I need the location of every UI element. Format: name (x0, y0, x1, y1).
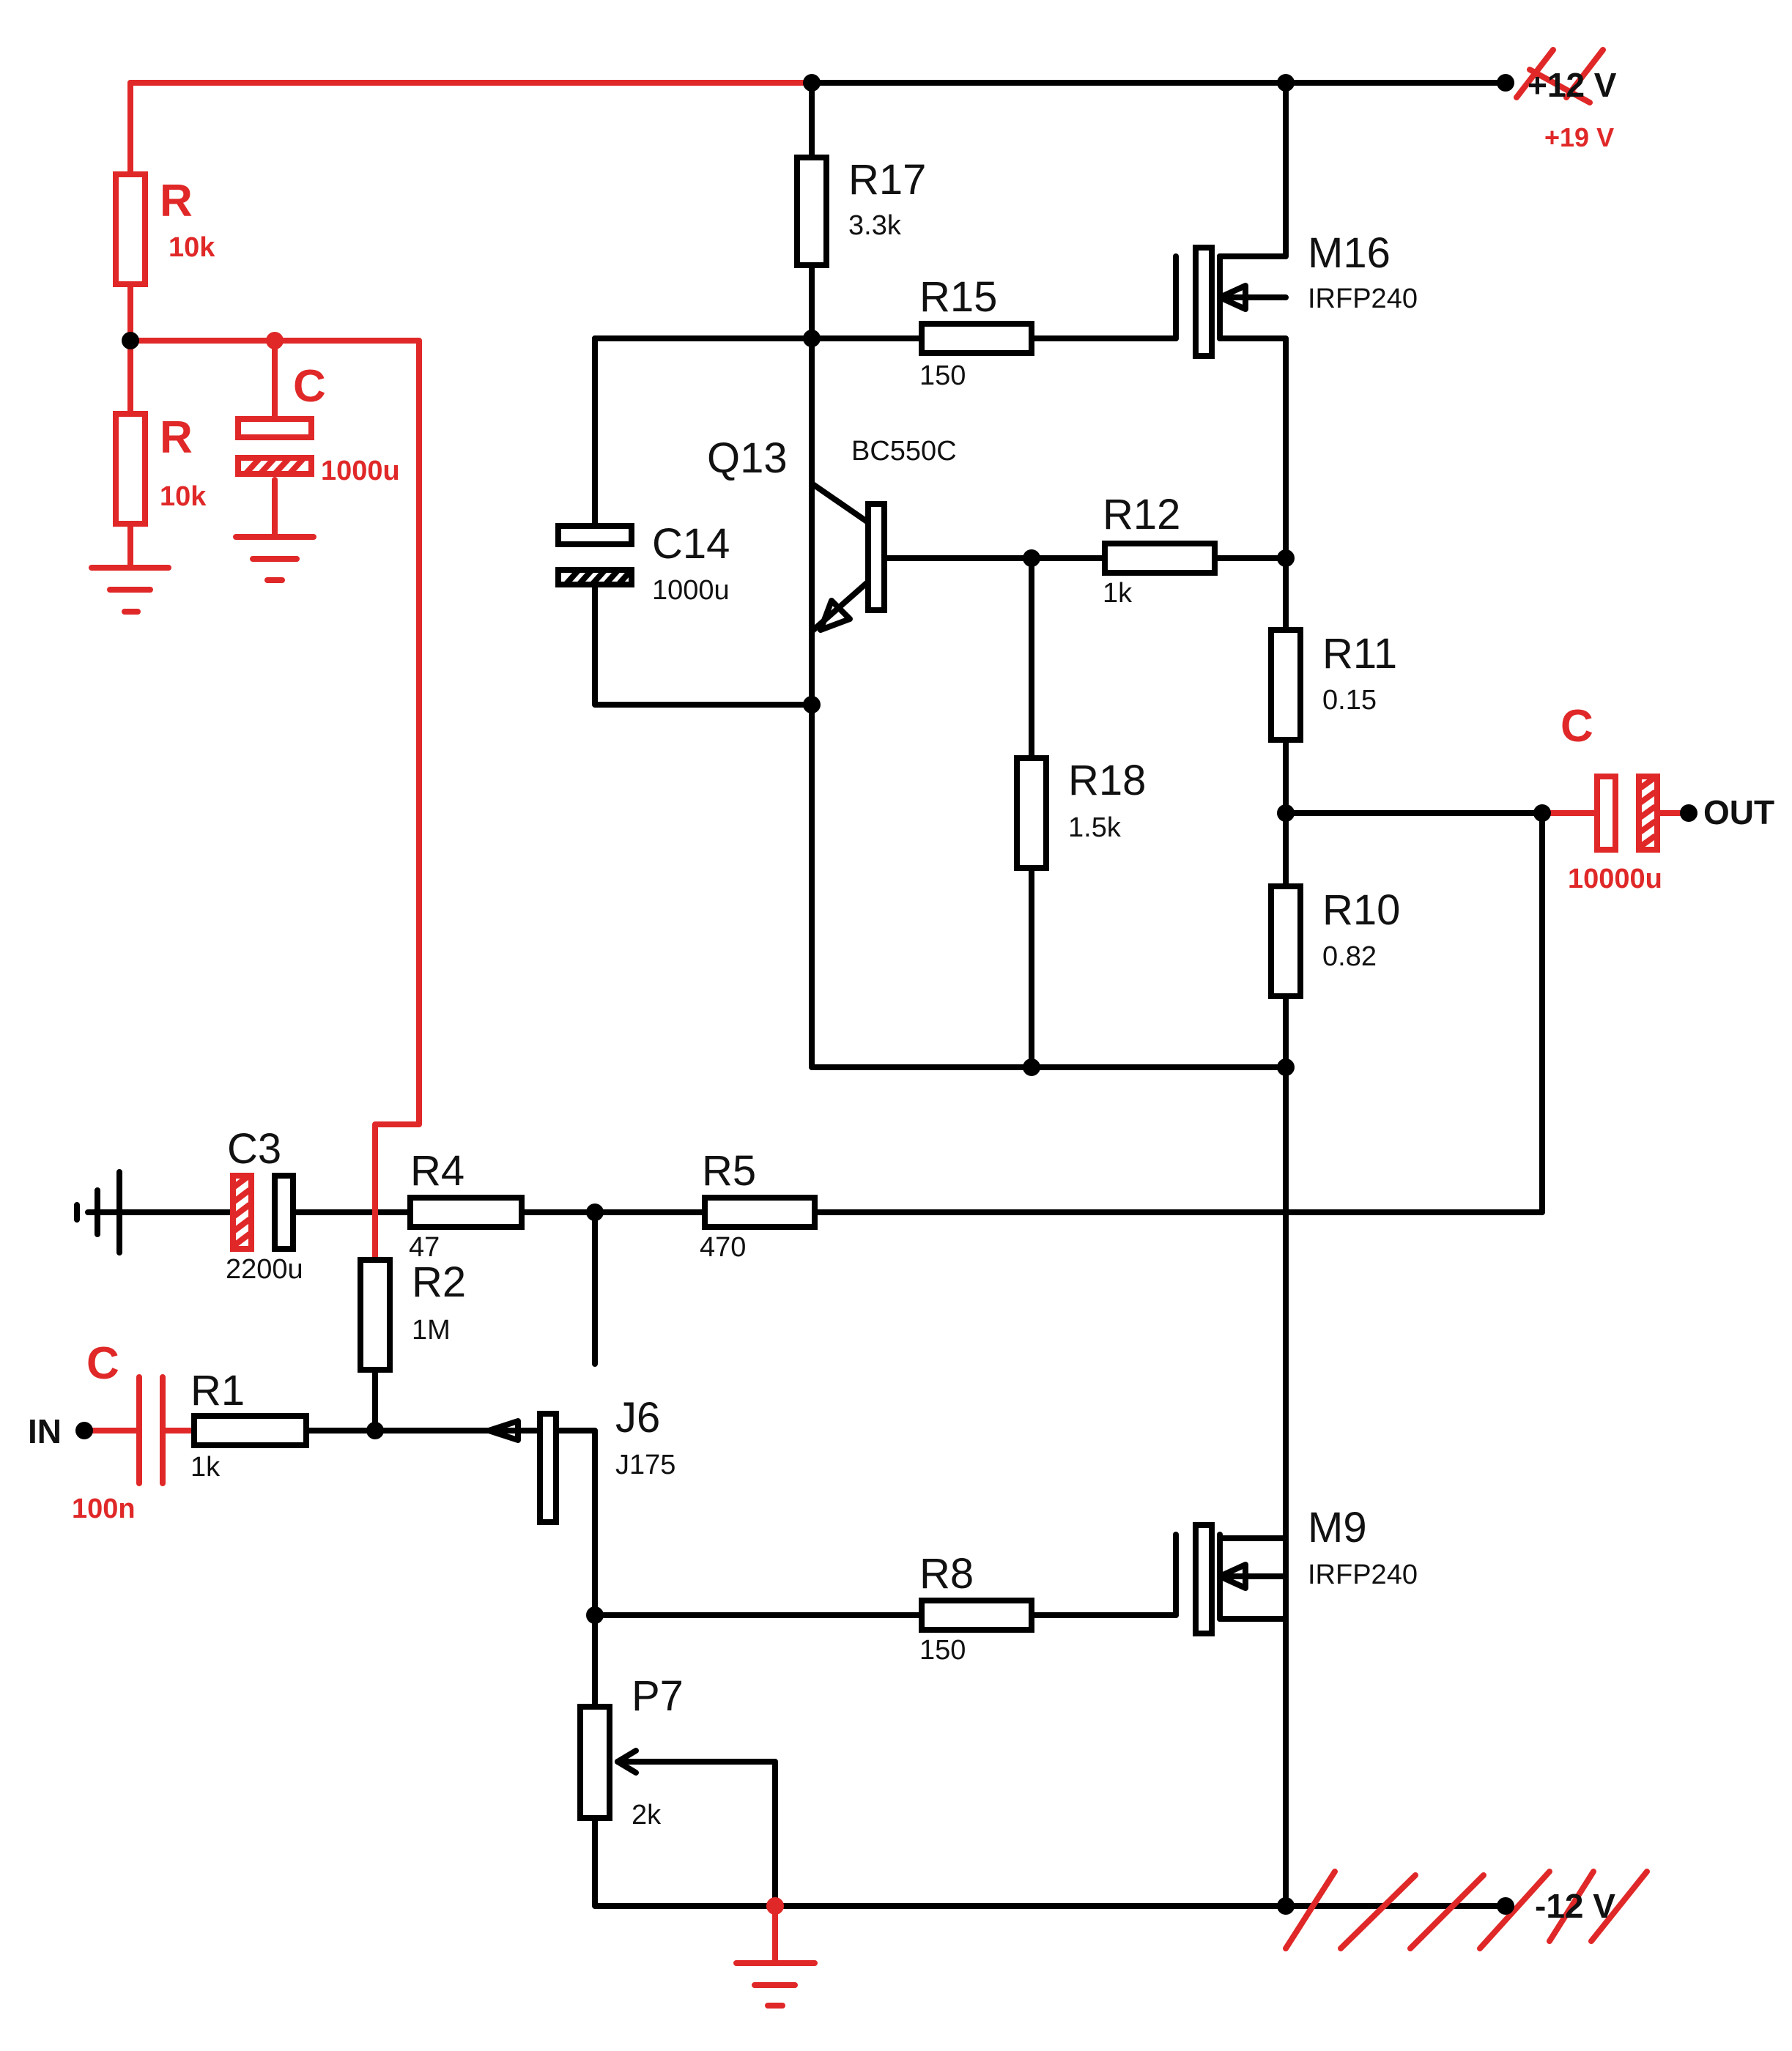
value-c-in: 100n (72, 1494, 136, 1524)
value-R4: 47 (409, 1232, 440, 1263)
value-R2: 1M (412, 1315, 451, 1346)
label-R12: R12 (1103, 491, 1180, 538)
resistor-R5 (702, 1195, 818, 1230)
capacitor-c-in (136, 1374, 166, 1486)
label-R10: R10 (1322, 886, 1400, 934)
value-R17: 3.3k (848, 210, 902, 241)
label-R17: R17 (848, 156, 926, 204)
value-P7: 2k (632, 1800, 662, 1831)
transistor-Q13 (818, 501, 887, 633)
value-R11: 0.15 (1322, 685, 1377, 716)
value-r-bottom: 10k (160, 481, 207, 512)
resistor-R4 (407, 1195, 525, 1230)
value-R10: 0.82 (1322, 941, 1377, 972)
label-C3: C3 (227, 1125, 281, 1173)
label-M16: M16 (1308, 229, 1391, 277)
label-R8: R8 (919, 1550, 974, 1598)
capacitor-C3 (230, 1173, 296, 1252)
resistor-R1 (191, 1413, 309, 1448)
value-M16: IRFP240 (1308, 283, 1418, 314)
value-R12: 1k (1103, 578, 1133, 609)
label-R11: R11 (1322, 630, 1397, 678)
value-C14: 1000u (652, 575, 730, 606)
mosfet-M9 (1173, 1522, 1289, 1636)
label-P7: P7 (632, 1672, 684, 1720)
resistor-R10 (1268, 883, 1303, 999)
ground-symbol-input (74, 1169, 122, 1256)
label-R4: R4 (410, 1147, 464, 1195)
label-r-bottom: R (160, 412, 193, 463)
value-R15: 150 (919, 360, 966, 391)
original-wiring (85, 80, 1545, 1909)
value-c-bias: 1000u (321, 456, 400, 486)
label-c-in: C (86, 1338, 119, 1389)
label-Q13: Q13 (707, 434, 788, 482)
label-M9: M9 (1308, 1504, 1367, 1551)
resistor-R8 (919, 1598, 1034, 1633)
resistor-r-bottom (113, 411, 148, 527)
value-r-top: 10k (169, 232, 215, 263)
label-J6: J6 (615, 1394, 660, 1442)
label-R2: R2 (412, 1258, 466, 1306)
value-c-out: 10000u (1568, 864, 1662, 894)
ground-symbol-bottom (733, 1960, 818, 2009)
capacitor-C14 (555, 523, 634, 587)
potentiometer-P7 (577, 1704, 612, 1821)
junctions (75, 74, 1697, 1915)
capacitor-c-bias (235, 416, 314, 477)
ground-symbol-top-left (89, 565, 171, 615)
mosfet-M16 (1173, 245, 1289, 359)
label-R1: R1 (190, 1367, 245, 1414)
value-R18: 1.5k (1068, 812, 1122, 843)
resistor-R18 (1014, 755, 1049, 871)
label-r-top: R (160, 176, 193, 226)
resistor-R17 (794, 155, 829, 268)
label-R18: R18 (1068, 757, 1146, 804)
label-c-out: C (1560, 701, 1593, 752)
label-R5: R5 (702, 1147, 756, 1195)
resistor-R11 (1268, 627, 1303, 743)
capacitor-c-out (1594, 774, 1660, 853)
label-pos-supply-modified: +19 V (1544, 122, 1614, 152)
modification-wiring (81, 47, 1692, 1966)
resistor-R15 (919, 321, 1034, 356)
value-C3: 2200u (226, 1254, 303, 1285)
value-R8: 150 (919, 1635, 966, 1666)
value-R5: 470 (700, 1232, 746, 1263)
label-c-bias: C (293, 361, 326, 412)
label-output: OUT (1703, 793, 1774, 831)
potentiometer-wiper (615, 1748, 639, 1776)
resistor-r-top (113, 171, 148, 287)
label-input: IN (28, 1412, 62, 1450)
value-M9: IRFP240 (1308, 1559, 1418, 1590)
ground-symbol-bias (233, 534, 316, 583)
label-neg-supply: -12 V (1535, 1887, 1615, 1925)
jfet-J6 (486, 1411, 559, 1525)
value-R1: 1k (190, 1452, 221, 1483)
resistor-R2 (358, 1257, 393, 1373)
value-J6: J175 (615, 1450, 675, 1480)
resistor-R12 (1102, 541, 1218, 576)
label-R15: R15 (919, 273, 997, 321)
label-pos-supply-original: +12 V (1528, 66, 1617, 104)
label-C14: C14 (652, 520, 730, 568)
value-Q13: BC550C (851, 436, 957, 467)
